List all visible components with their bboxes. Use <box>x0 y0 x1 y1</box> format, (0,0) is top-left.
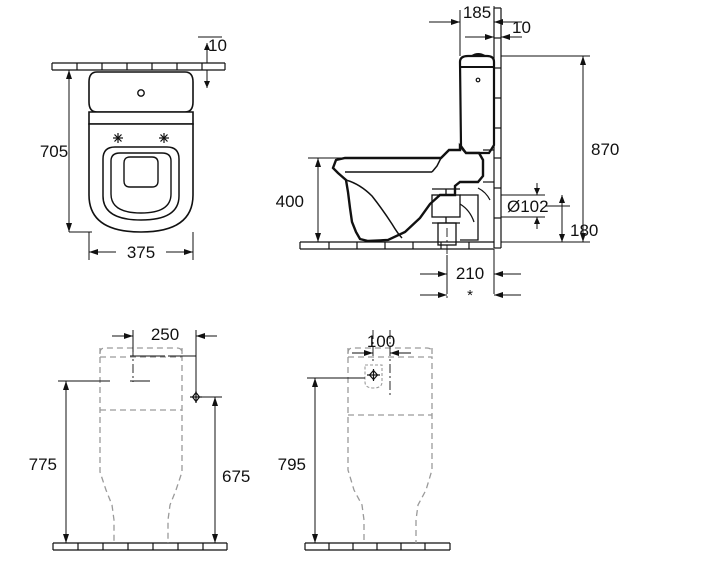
dim-side-note-asterisk <box>420 292 521 298</box>
side-bowl-outline <box>331 142 485 243</box>
sidehidden-floor-hatch <box>304 542 451 551</box>
side-wall-plate <box>477 149 494 201</box>
side-flush-button-icon <box>475 77 481 83</box>
dim-plan-width <box>88 232 194 260</box>
rear-floor-hatch <box>52 542 228 551</box>
plan-bowl-inner <box>110 152 172 214</box>
rear-inlet-cross-icon <box>190 391 202 403</box>
side-cistern-outline <box>458 54 496 155</box>
dim-sidehidden-total-height <box>307 377 365 543</box>
rear-view: 250 775 675 <box>29 325 250 551</box>
dim-side-cistern-offset <box>429 6 522 56</box>
dim-label-705: 705 <box>40 142 68 161</box>
dim-side-outlet-diameter <box>501 183 570 229</box>
dim-label-10-side: 10 <box>512 18 531 37</box>
plan-flush-button-icon <box>137 89 145 97</box>
dim-label-185: 185 <box>463 3 491 22</box>
dim-label-870: 870 <box>591 140 619 159</box>
dim-label-100: 100 <box>367 332 395 351</box>
dim-label-400: 400 <box>276 192 304 211</box>
dim-rear-inlet-offset <box>112 330 217 392</box>
dim-side-wall-thickness <box>465 34 522 40</box>
dim-label-210: 210 <box>456 264 484 283</box>
sidehidden-inlet-cross-icon <box>367 369 380 381</box>
dim-plan-wall-thickness <box>198 36 222 88</box>
dim-label-10-top: 10 <box>208 36 227 55</box>
plan-drain-aperture <box>123 156 159 188</box>
plan-wall-hatch <box>51 62 226 71</box>
sidehidden-inlet-symbol <box>364 364 383 389</box>
dim-label-675: 675 <box>222 467 250 486</box>
dim-label-250: 250 <box>151 325 179 344</box>
side-hidden-view: 100 795 <box>278 330 451 551</box>
dim-label-diameter-102: Ø102 <box>507 197 549 216</box>
plan-cistern-body <box>88 111 194 125</box>
plan-cistern-outline <box>88 71 194 113</box>
side-bowl-rim-line <box>345 157 442 239</box>
dim-sidehidden-inlet-offset <box>352 350 411 356</box>
rear-wc-hidden-outline <box>99 347 183 543</box>
dim-side-seat-height <box>308 157 345 243</box>
plan-bowl-outline <box>88 123 194 233</box>
plan-bowl-rim <box>102 146 180 221</box>
dim-plan-height <box>66 70 92 233</box>
dim-rear-inlet-height <box>202 396 222 543</box>
dim-side-outlet-offset <box>420 249 521 294</box>
side-view: 185 10 870 400 <box>276 3 620 304</box>
side-outlet-connector <box>431 188 479 246</box>
dim-side-outlet-height <box>545 195 583 243</box>
plan-view: 10 705 375 <box>40 36 227 262</box>
dim-label-180: 180 <box>570 221 598 240</box>
plan-fixing-cross-right-icon <box>159 133 169 143</box>
side-cistern-lid <box>460 53 494 68</box>
dim-label-795: 795 <box>278 455 306 474</box>
dim-rear-total-height <box>58 380 150 543</box>
dim-label-775: 775 <box>29 455 57 474</box>
dim-label-asterisk: * <box>467 287 473 304</box>
sidehidden-centerlines <box>372 330 391 396</box>
dim-label-375: 375 <box>127 243 155 262</box>
plan-fixing-cross-left-icon <box>113 133 123 143</box>
